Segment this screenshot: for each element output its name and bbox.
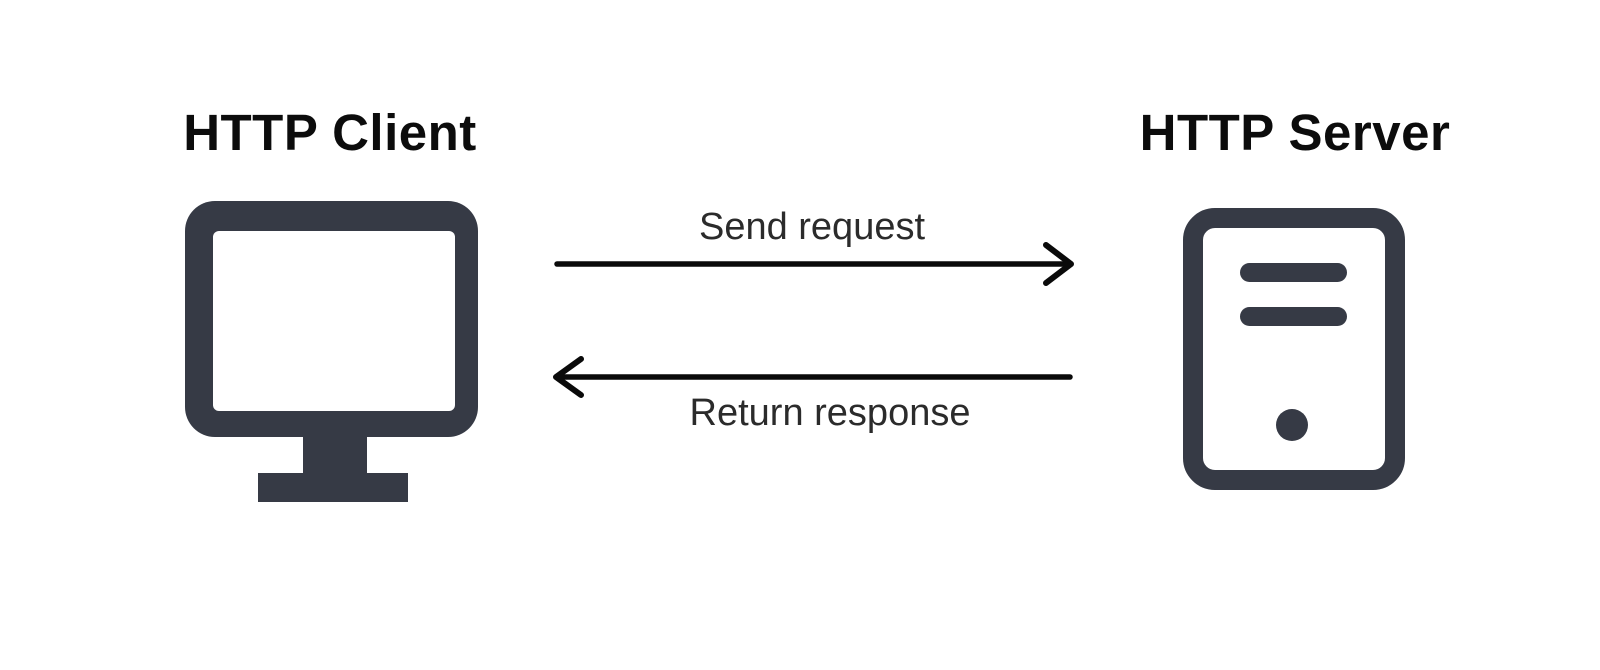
arrow-left-icon [553,356,1073,398]
send-request-label: Send request [698,206,926,248]
request-response-arrows [553,242,1074,398]
return-response-label: Return response [689,392,971,434]
server-slot-top [1240,263,1347,282]
monitor-screen [213,231,455,411]
server-slot-bottom [1240,307,1347,326]
server-case [1183,208,1405,490]
server-icon [1183,208,1405,490]
monitor-stand-neck [303,431,367,473]
server-title: HTTP Server [1139,104,1451,161]
monitor-icon [185,201,478,502]
arrow-right-icon [554,242,1074,286]
client-title: HTTP Client [183,104,477,161]
server-power-button [1276,409,1308,441]
monitor-stand-base [258,473,408,502]
